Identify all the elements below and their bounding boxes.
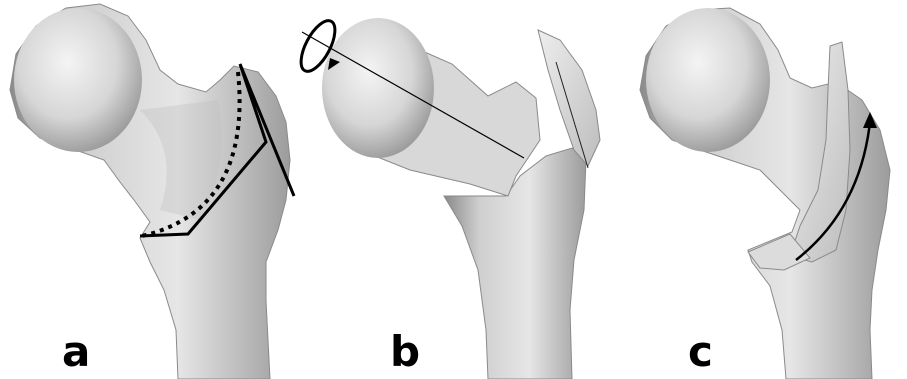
- panel-b: b: [294, 16, 600, 379]
- femoral-head-b: [322, 18, 434, 158]
- trochanter-fragment-b: [538, 30, 600, 166]
- panel-label-a: a: [62, 327, 90, 376]
- panel-label-b: b: [390, 327, 420, 376]
- panel-c: c: [640, 8, 890, 379]
- femoral-head-a: [14, 8, 142, 152]
- panel-a: a: [10, 4, 294, 379]
- panel-label-c: c: [688, 327, 713, 376]
- femoral-head-c: [646, 8, 770, 152]
